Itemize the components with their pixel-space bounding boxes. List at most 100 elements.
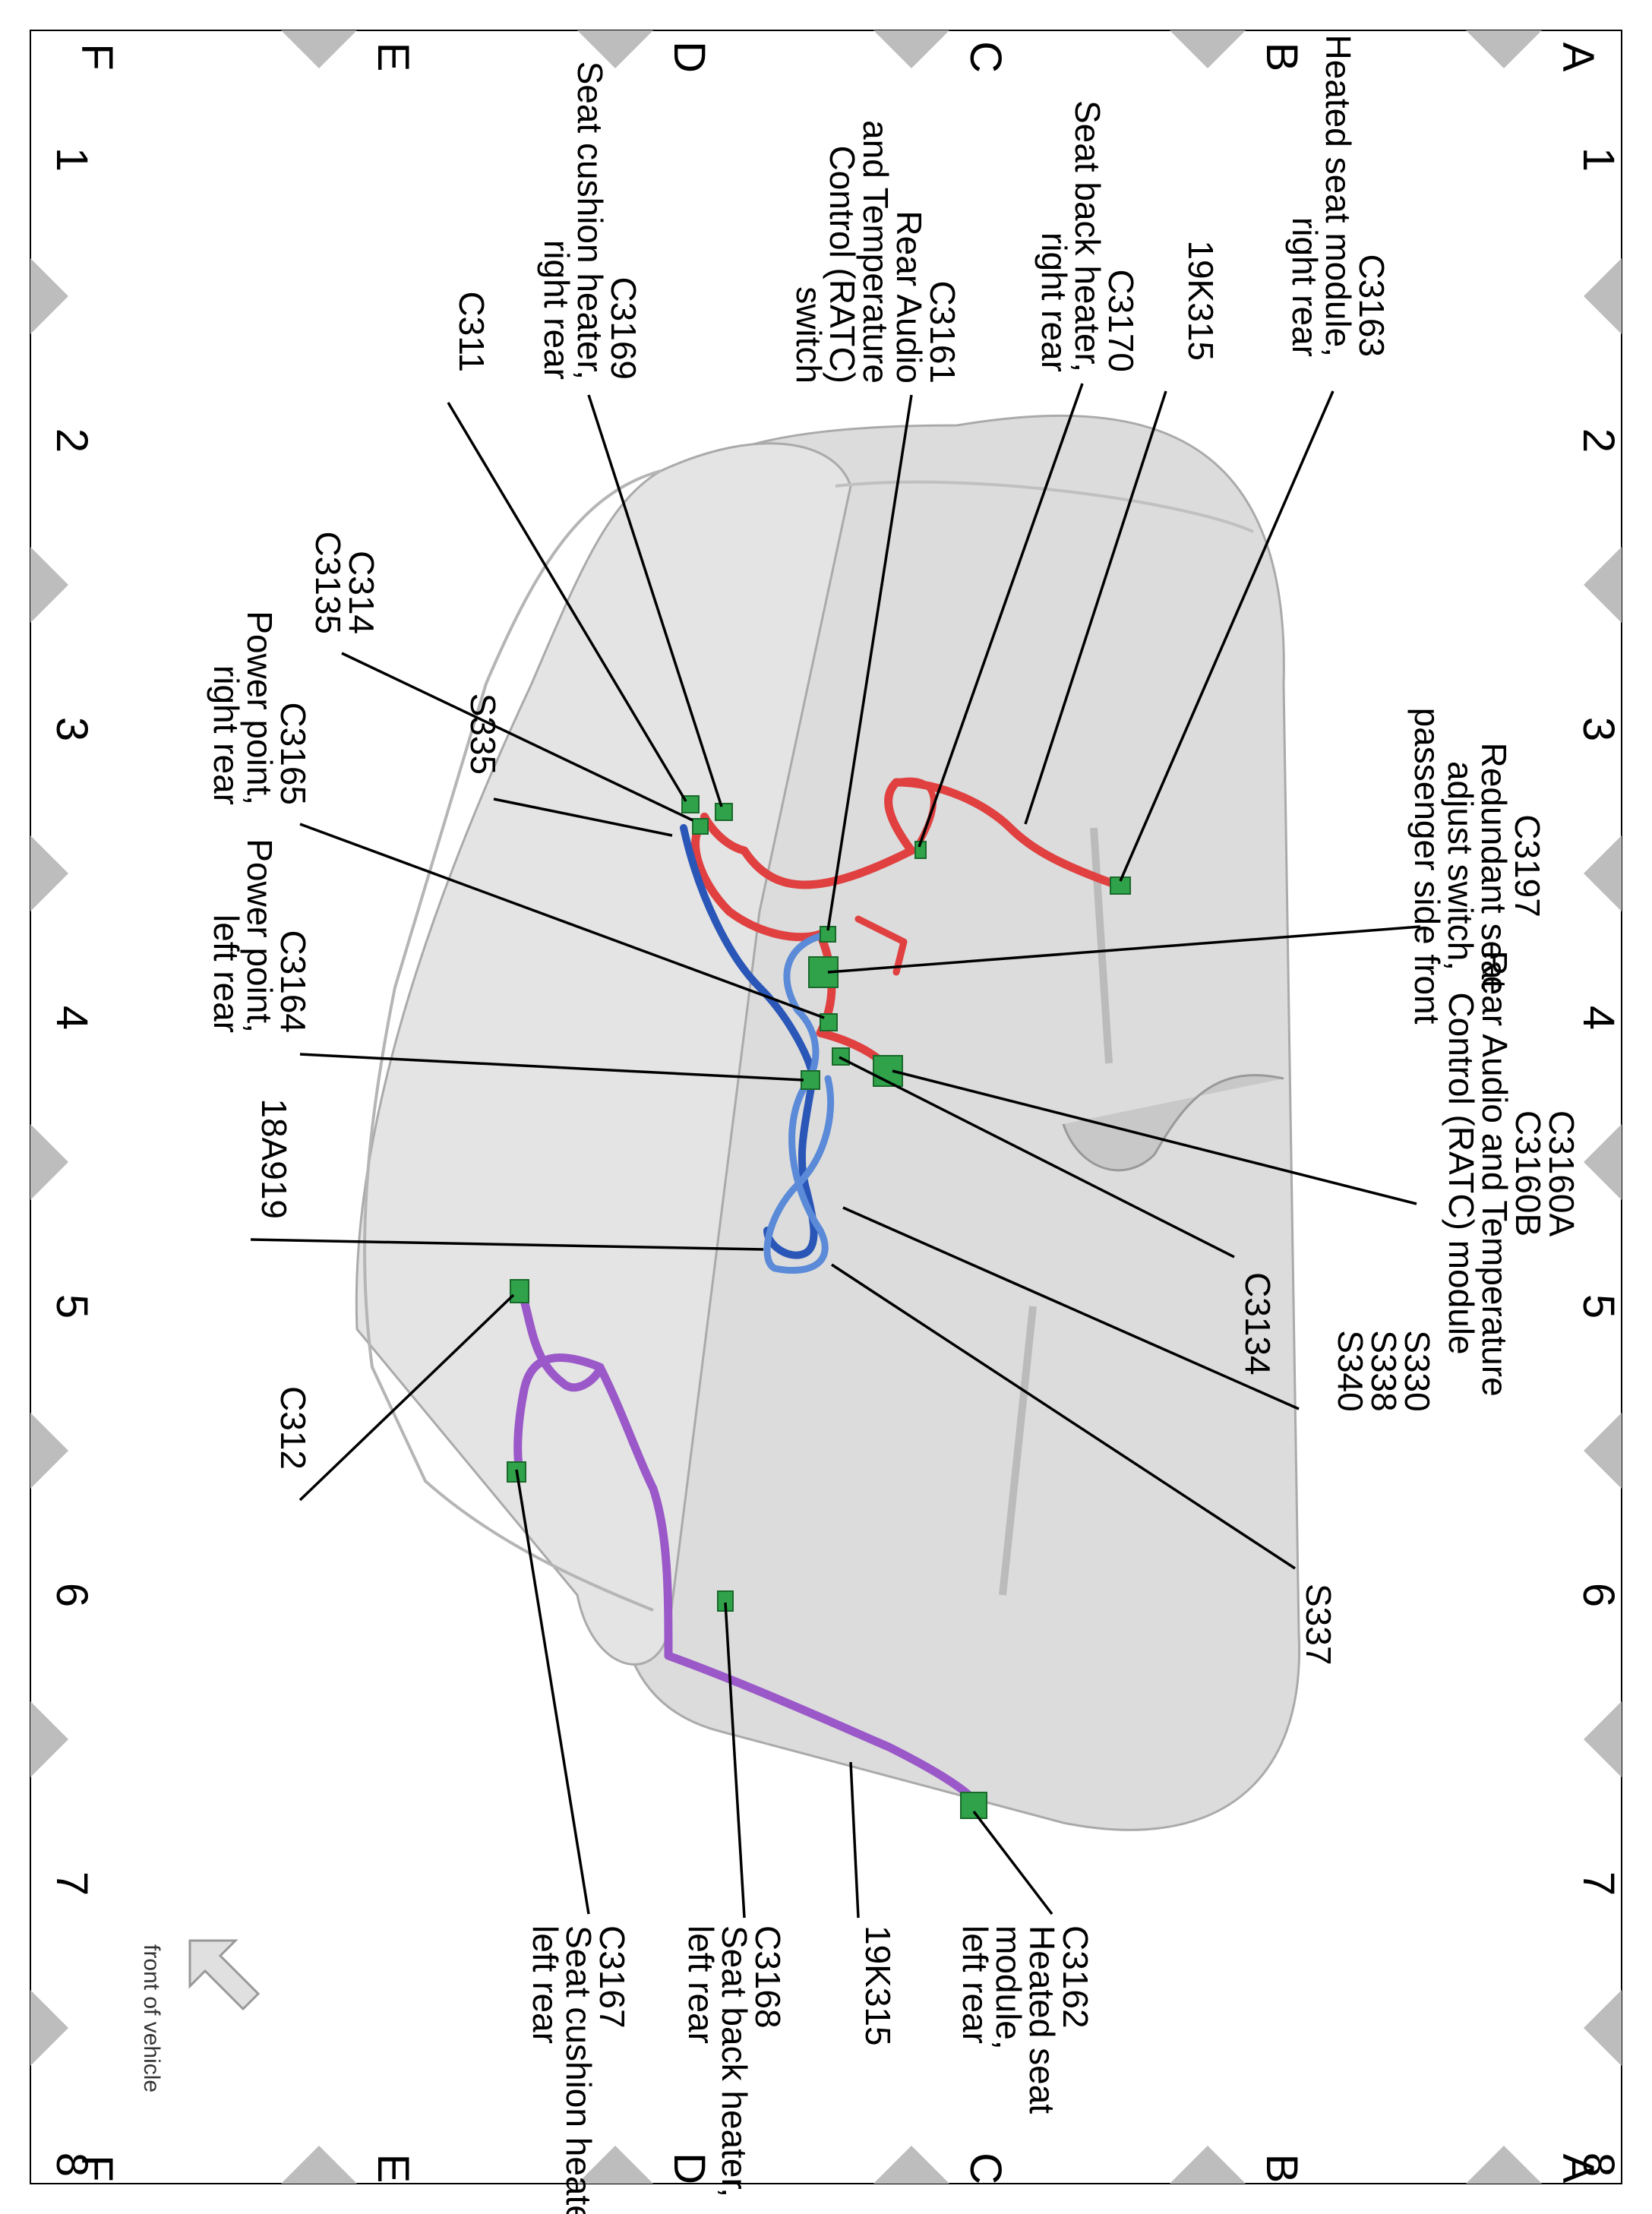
callout-line: C3164: [273, 930, 313, 1033]
callout-line: Heated seat: [1022, 1925, 1062, 2114]
callout-c3164: C3164Power point,left rear: [207, 839, 313, 1033]
grid-row-label: F: [72, 43, 122, 70]
grid-triangle: [30, 1701, 68, 1777]
callout-c3163: C3163Heated seat module,right rear: [1285, 35, 1391, 358]
grid-triangle: [1466, 2146, 1542, 2184]
callout-c3134: C3134: [1238, 1272, 1278, 1375]
grid-column-label: 5: [1574, 1294, 1623, 1319]
callout-line: C3168: [748, 1925, 788, 2029]
connector-c3165: [820, 1013, 838, 1031]
callout-line: S330: [1398, 1330, 1437, 1411]
callout-line: C3163: [1352, 254, 1391, 357]
callout-line: right rear: [1285, 217, 1325, 357]
grid-row-label: E: [368, 43, 418, 72]
callout-line: C3162: [1056, 1925, 1095, 2029]
grid-column-label: 2: [47, 428, 96, 453]
harness-blue: [680, 824, 818, 1259]
callout-labels: C3163Heated seat module,right rear19K315…: [207, 35, 1581, 2214]
grid-triangle: [1466, 30, 1542, 68]
callout-c3168: C3168Seat back heater,left rear: [681, 1925, 788, 2197]
callout-line: passenger side front: [1407, 708, 1447, 1025]
callout-line: left rear: [526, 1925, 565, 2044]
callout-line: C3160B: [1508, 1110, 1548, 1236]
grid-triangle: [1170, 2146, 1246, 2184]
callout-line: switch: [789, 286, 829, 384]
grid-row-label: D: [665, 41, 714, 73]
callout-line: C312: [273, 1386, 313, 1470]
grid-triangle: [1584, 835, 1622, 911]
leader-lines: [250, 383, 1421, 1919]
grid-triangle: [30, 547, 68, 623]
callout-line: module,: [989, 1925, 1028, 2050]
callout-line: Control (RATC) module: [1442, 992, 1481, 1354]
grid-triangle: [1584, 547, 1622, 623]
grid-column-label: 4: [1574, 1006, 1623, 1030]
grid-row-label: F: [72, 2155, 122, 2181]
callout-c312: C312: [273, 1386, 313, 1470]
grid-triangle: [1584, 1990, 1622, 2066]
grid-column-label: 6: [47, 1583, 96, 1607]
callout-line: left rear: [956, 1925, 995, 2044]
grid-triangle: [30, 258, 68, 334]
grid-row-label: B: [1257, 43, 1306, 72]
callout-s335: S335: [463, 693, 503, 775]
callout-line: Heated seat module,: [1319, 35, 1358, 358]
grid-triangles: [30, 30, 1622, 2184]
cushion-split: [1062, 1074, 1284, 1172]
wire-harnesses: [513, 777, 1121, 1812]
grid-triangle: [30, 1124, 68, 1200]
callout-line: right rear: [1034, 232, 1074, 372]
grid-column-label: 8: [1574, 2152, 1623, 2177]
grid-triangle: [281, 2146, 357, 2184]
grid-triangle: [30, 1990, 68, 2066]
callout-line: Seat cushion heater,: [559, 1925, 599, 2214]
callout-line: S337: [1299, 1584, 1338, 1665]
grid-triangle: [1584, 258, 1622, 334]
rear-seat-illustration: [355, 414, 1301, 1831]
grid-triangle: [577, 30, 653, 68]
grid-triangle: [1170, 30, 1246, 68]
grid-column-label: 7: [1574, 1871, 1623, 1896]
seat-back-upper: [363, 469, 662, 1612]
callout-line: C3165: [273, 702, 313, 805]
grid-row-label: C: [961, 41, 1010, 73]
callout-line: Rear Audio: [889, 210, 929, 384]
connector-c3163: [1110, 876, 1131, 895]
callout-line: S338: [1364, 1330, 1404, 1411]
callout-line: S340: [1331, 1330, 1370, 1411]
grid-triangle: [577, 2146, 653, 2184]
callout-19k315-left: 19K315: [858, 1925, 898, 2046]
connector-c314: [692, 818, 709, 835]
grid-triangle: [1584, 1701, 1622, 1777]
front-of-vehicle-label: front of vehicle: [139, 1944, 164, 2092]
grid-column-label: 4: [47, 1006, 96, 1030]
connector-c3162: [960, 1792, 987, 1819]
harness-red-branch: [854, 915, 908, 976]
callout-19k315-right: 19K315: [1181, 240, 1221, 361]
callout-line: C3134: [1238, 1272, 1278, 1375]
callout-line: Seat cushion heater,: [570, 62, 610, 380]
callout-line: Control (RATC): [823, 145, 862, 384]
page-border: [30, 30, 1622, 2184]
grid-triangle: [873, 30, 949, 68]
harness-purple: [513, 1283, 984, 1812]
grid-triangle: [30, 835, 68, 911]
callout-line: and Temperature: [856, 120, 895, 384]
front-of-vehicle-indicator: front of vehicle: [139, 1939, 261, 2092]
callout-c314-c3135: C314C3135: [308, 531, 381, 634]
callout-line: C3170: [1101, 269, 1141, 372]
cushion-rail-right: [1090, 827, 1113, 1064]
grid-column-label: 3: [47, 717, 96, 741]
callout-c3162: C3162Heated seatmodule,left rear: [956, 1925, 1095, 2114]
callout-line: Seat back heater,: [1068, 100, 1107, 372]
callout-line: left rear: [207, 914, 246, 1033]
callout-line: C3161: [923, 280, 962, 384]
grid-column-label: 3: [1574, 717, 1623, 741]
grid-triangle: [30, 1413, 68, 1489]
connector-c3169: [715, 803, 733, 821]
grid-row-label: A: [1553, 43, 1603, 72]
callout-line: Rear Audio and Temperature: [1475, 950, 1515, 1396]
callout-18a919: 18A919: [254, 1098, 294, 1219]
callout-c3161: C3161Rear Audioand TemperatureControl (R…: [789, 120, 962, 384]
callout-line: C3160A: [1542, 1110, 1581, 1237]
